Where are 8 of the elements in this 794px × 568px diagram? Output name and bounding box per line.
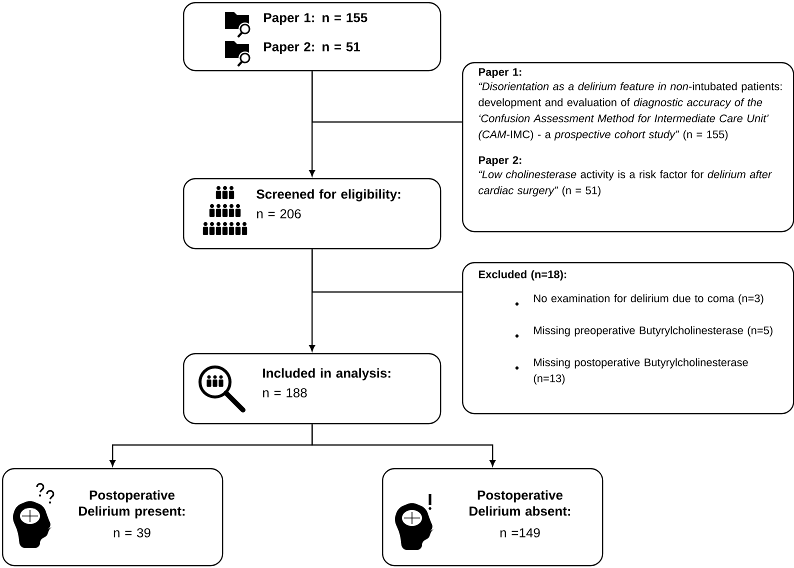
process-box: Postoperative Delirium absent: n =149 [382, 468, 604, 566]
process-box: Postoperative Delirium present: n = 39 [2, 468, 224, 566]
process-box: Screened for eligibility: n = 206 [183, 178, 442, 250]
arrow [312, 424, 496, 466]
process-box: Excluded (n=18): No examination for delirium due to coma (n=3) Missing preoperative Butyrylcholinesterase (n=5) Missing postoperative Butyrylcholinesterase (n=13) [462, 262, 794, 414]
process-box: Paper 1: “Disorientation as a delirium feature in non-intubated patients: development and evaluation of diagnostic accuracy of the ‘Confusion Assessment Method for Intermediate Care Unit’ (CAM-IMC) - a prospective cohort study” (n = 155) Paper 2: “Low cholinesterase activity is a risk factor for delirium after cardiac surgery” (n = 51) [462, 62, 794, 232]
process-box: Paper 1: n = 155 Paper 2: n = 51 [183, 2, 442, 72]
process-box: Included in analysis: n = 188 [183, 353, 442, 424]
